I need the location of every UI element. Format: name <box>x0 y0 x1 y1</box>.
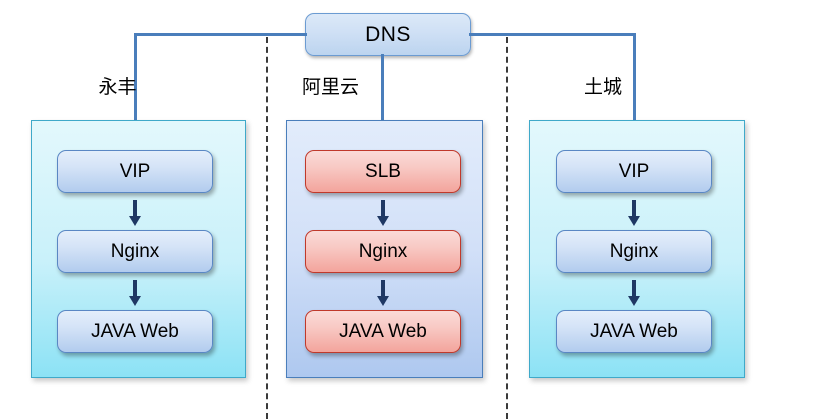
arrow-shaft <box>381 280 385 298</box>
node-label: SLB <box>365 160 401 182</box>
node-label: JAVA Web <box>91 320 179 342</box>
divider-right <box>506 37 508 419</box>
connector-dns-to-yongfeng-horizontal <box>134 33 307 36</box>
node-label: JAVA Web <box>339 320 427 342</box>
arrow-yongfeng-nginx-to-javaweb <box>129 280 141 308</box>
node-tucheng-vip[interactable]: VIP <box>556 150 712 193</box>
arrow-head <box>628 296 640 306</box>
group-label-aliyun: 阿里云 <box>301 76 359 98</box>
arrow-tucheng-vip-to-nginx <box>628 200 640 228</box>
node-tucheng-javaweb[interactable]: JAVA Web <box>556 310 712 353</box>
arrow-shaft <box>632 200 636 218</box>
arrow-head <box>628 216 640 226</box>
node-aliyun-javaweb[interactable]: JAVA Web <box>305 310 461 353</box>
connector-dns-to-tucheng-horizontal <box>469 33 636 36</box>
arrow-tucheng-nginx-to-javaweb <box>628 280 640 308</box>
node-aliyun-slb[interactable]: SLB <box>305 150 461 193</box>
node-yongfeng-javaweb[interactable]: JAVA Web <box>57 310 213 353</box>
dns-node-label: DNS <box>365 22 411 46</box>
arrow-head <box>377 216 389 226</box>
arrow-shaft <box>133 280 137 298</box>
group-label-yongfeng: 永丰 <box>98 76 137 98</box>
node-yongfeng-vip[interactable]: VIP <box>57 150 213 193</box>
divider-left <box>266 37 268 419</box>
arrow-aliyun-slb-to-nginx <box>377 200 389 228</box>
node-label: Nginx <box>110 240 160 262</box>
arrow-shaft <box>133 200 137 218</box>
connector-dns-to-tucheng-vertical <box>633 33 636 145</box>
node-label: Nginx <box>358 240 408 262</box>
connector-dns-to-yongfeng-vertical <box>134 33 137 145</box>
node-label: VIP <box>119 160 151 182</box>
arrow-shaft <box>632 280 636 298</box>
connector-dns-to-aliyun-vertical <box>381 54 384 145</box>
arrow-head <box>377 296 389 306</box>
node-label: JAVA Web <box>590 320 678 342</box>
arrow-head <box>129 216 141 226</box>
node-tucheng-nginx[interactable]: Nginx <box>556 230 712 273</box>
node-aliyun-nginx[interactable]: Nginx <box>305 230 461 273</box>
arrow-shaft <box>381 200 385 218</box>
node-yongfeng-nginx[interactable]: Nginx <box>57 230 213 273</box>
node-label: VIP <box>618 160 650 182</box>
dns-node[interactable]: DNS <box>305 13 471 56</box>
arrow-aliyun-nginx-to-javaweb <box>377 280 389 308</box>
group-label-tucheng: 土城 <box>583 76 622 98</box>
arrow-yongfeng-vip-to-nginx <box>129 200 141 228</box>
node-label: Nginx <box>609 240 659 262</box>
arrow-head <box>129 296 141 306</box>
